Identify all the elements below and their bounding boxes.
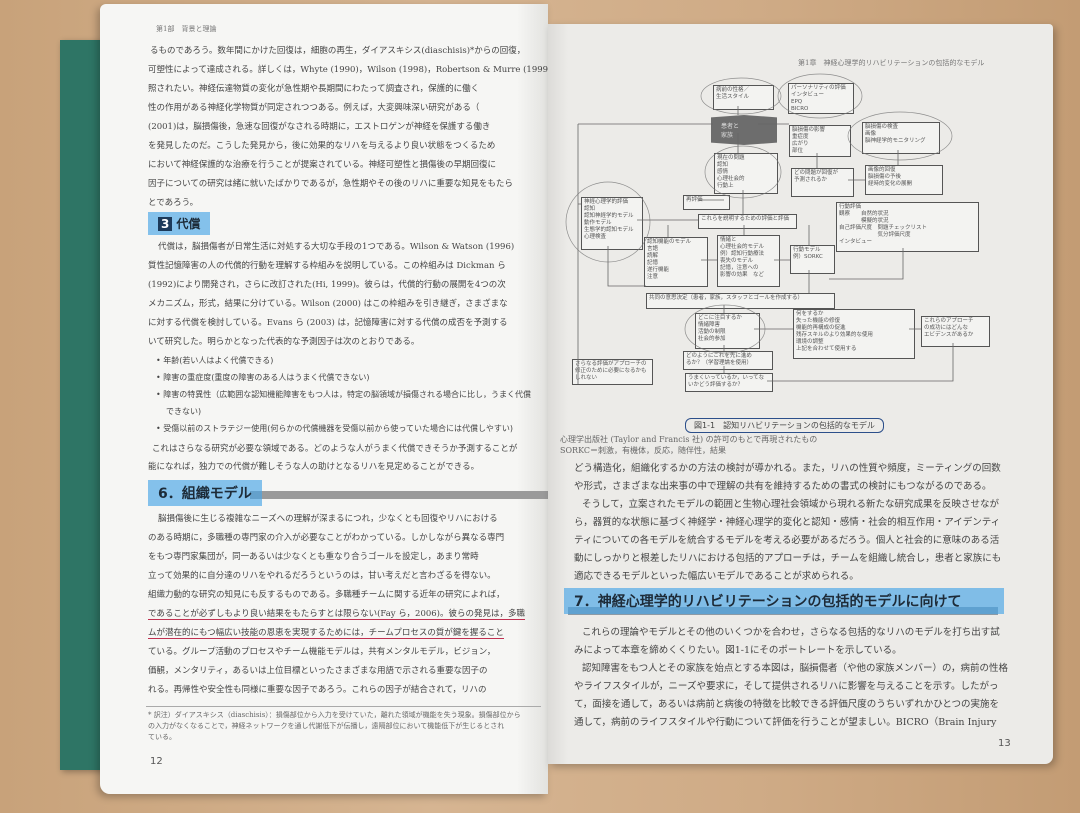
text-line: に対する代償を検討している。Evans ら (2003) は，記憶障害に対する代… <box>148 318 508 328</box>
bullet-text: 障害の特異性（広範囲な認知機能障害をもつ人は，特定の脳領域が損傷される場合に比し… <box>163 390 531 399</box>
bullet-item: • 年齢(若い人はよく代償できる) <box>156 356 274 365</box>
diagram-connectors <box>565 73 954 384</box>
bullet-text: 障害の重症度(重度の障害のある人はうまく代償できない) <box>163 373 370 382</box>
footnote-rule <box>146 706 541 707</box>
figure-abbrev-note: SORKC＝刺激，有機体，反応，随伴性，結果 <box>560 446 726 455</box>
diagram-box: これらを説明するための評価と評価 <box>698 214 797 229</box>
diagram-box: 情緒と 心理社会的モデル 例）認知行動療法 喪失のモデル 記憶，注意への 影響の… <box>717 235 780 287</box>
text-line: 通して，病前のライフスタイルや行動について評価を行うことが望ましい。BICRO（… <box>574 717 997 728</box>
diagram-box: どのようにこれを先に進め るか？（学習理論を使用） <box>683 351 773 370</box>
diagram-box: 神経心理学的評価 認知 認知神経学的モデル 動作モデル 生態学的認知モデル 心理… <box>581 197 643 250</box>
text-line: 脳損傷後に生じる複雑なニーズへの理解が深まるにつれ，少なくとも回復やリハにおける <box>158 514 498 524</box>
diagram-box: 画像的回復 脳損傷の予後 経時的変化の展開 <box>865 165 943 195</box>
diagram-box: 脳損傷の影響 重症度 広がり 部位 <box>789 125 851 157</box>
diagram-box: これらのアプローチ の成功にはどんな エビデンスがあるか <box>921 316 990 347</box>
text-line: 適応できるモデルといった幅広いモデルであることが求められる。 <box>574 571 859 582</box>
section-heading-6: 6．組織モデル <box>148 480 262 506</box>
diagram-box: うまくいっているか，いってな いかどう評価するか？ <box>685 373 773 392</box>
running-header: 第1章 神経心理学的リハビリテーションの包括的なモデル <box>798 59 985 67</box>
diagram-box: どの問題が回復が 予測されるか <box>791 168 854 197</box>
page-number: 12 <box>150 756 163 767</box>
figure-source-note: 心理学出版社 (Taylor and Francis 社) の許可のもとで再現さ… <box>560 435 818 444</box>
text-line: 照されたい。神経伝達物質の変化が急性期や長期間にわたって調査され，保護的に働く <box>148 84 480 94</box>
text-line: て，面接を通して，あるいは病前と病後の特徴を比較できる評価尺度のうちいずれかひと… <box>574 699 1000 710</box>
bullet-item: • 障害の特異性（広範囲な認知機能障害をもつ人は，特定の脳領域が損傷される場合に… <box>156 390 531 399</box>
text-line: 代償は，脳損傷者が日常生活に対処する大切な手段の1つである。Wilson & W… <box>158 242 515 252</box>
figure-caption: 図1-1 認知リハビリテーションの包括的なモデル <box>685 418 884 433</box>
bullet-item: • 受傷以前のストラテジー使用(何らかの代償機器を受傷以前から使っていた場合には… <box>156 424 514 433</box>
text-line: ている。グループ活動のプロセスやチーム機能モデルは，共有メンタルモデル，ビジョン… <box>148 647 496 657</box>
text-line: のある時期に，多職種の専門家の介入が必要なことがわかっている。しかしながら異なる… <box>148 533 505 543</box>
text-line: をもつ専門家集団が，同一あるいは少なくとも重なり合うゴールを設定し，あまり常時 <box>148 552 479 562</box>
text-line-underlined: ムが潜在的にもつ幅広い技能の恩恵を実現するためには，チームプロセスの質が鍵を握る… <box>148 628 504 639</box>
patient-family-banner: 患者と 家族 <box>711 115 777 145</box>
left-page: 第1部 背景と理論 るものであろう。数年間にかけた回復は，細胞の再生，ダイアスキ… <box>100 4 548 794</box>
text-line: 価観，メンタリティ，あるいは上位目標といったさまざまな用語で示される重要な因子の <box>148 666 488 676</box>
section-title: 代償 <box>176 217 201 231</box>
diagram-box: 現在の問題 認知 感情 心理社会的 行動上 <box>714 153 778 194</box>
text-line: いて研究した。明らかとなった代表的な予測因子は次のとおりである。 <box>148 337 420 347</box>
text-line: を発見したのだ。こうした発見から，後に効果的なリハを与えるより良い状態をつくるた… <box>148 141 496 151</box>
text-line: るものであろう。数年間にかけた回復は，細胞の再生，ダイアスキシス(diaschi… <box>150 46 526 56</box>
text-line: 認知障害をもつ人とその家族を始点とする本図は，脳損傷者（や他の家族メンバー）の，… <box>582 663 1008 674</box>
text-line: (2001)は，脳損傷後，急速な回復がなされる時期に，エストロゲンが神経を保護す… <box>148 122 491 132</box>
text-line: そうして，立案されたモデルの範囲と生物心理社会領域から現れる新たな研究成果を反映… <box>582 499 1000 510</box>
text-line: (1992)により開発され，さらに改訂された(Hi, 1999)。彼らは，代償的… <box>148 280 506 290</box>
text-line: 性の作用がある神経化学物質が同定されつつある。例えば，大変興味深い研究がある（ <box>148 103 480 113</box>
footnote-line: * 訳注）ダイアスキシス（diaschisis）：損傷部位から入力を受けていた，… <box>148 711 521 719</box>
text-line: 質性記憶障害の人の代償的行動を理解する枠組みを説明している。この枠組みは Dic… <box>148 261 506 271</box>
text-line: どう構造化，組織化するかの方法の検討が導かれる。また，リハの性質や頻度，ミーティ… <box>574 463 1001 474</box>
text-line-underlined: であることが必ずしもより良い結果をもたらすとは限らない(Fay ら，2006)。… <box>148 609 525 620</box>
diagram-box: 行動評価 観察 自然的状況 模擬的状況 自己評価尺度 問題チェックリスト 気分評… <box>836 202 979 252</box>
text-line: れる。再帰性や安全性も同様に重要な因子であろう。これらの因子が結合されて，リハの <box>148 685 487 695</box>
diagram-box: さらなる評価がアプローチの 修正のために必要になるかも しれない <box>572 359 653 385</box>
diagram-box: どこに注目するか 情緒障害 活動の制限 社会的参加 <box>695 313 760 349</box>
text-line: これらの理論やモデルとその他のいくつかを合わせ，さらなる包括的なリハのモデルを打… <box>582 627 1000 638</box>
diagram-box: 脳損傷の検査 画像 脳神経学的モニタリング <box>862 122 940 154</box>
text-line: 因子についての研究は緒に就いたばかりであるが，急性期やその後のリハに重要な知見を… <box>148 179 513 189</box>
text-line: みによって本章を締めくくりたい。図1-1にそのポートレートを示している。 <box>574 645 902 656</box>
text-line: ティについての各モデルを統合するモデルを考える必要があるだろう。個人と社会的に意… <box>574 535 1000 546</box>
bullet-item: • 障害の重症度(重度の障害のある人はうまく代償できない) <box>156 373 370 382</box>
diagram-box: 認知機能のモデル 言語 読解 記憶 遂行機能 注意 <box>644 237 708 287</box>
text-line: 動にしっかりと根差したリハにおける包括的アプローチは，チームを組織し統合し，患者… <box>574 553 1002 564</box>
text-line: やライフスタイルが，ニーズや要求に，そして提供されるリハに影響を与えることを示す… <box>574 681 999 692</box>
text-line: 組織力動的な研究の知見にも反するものである。多職種チームに関する近年の研究によれ… <box>148 590 505 600</box>
right-page: 第1章 神経心理学的リハビリテーションの包括的なモデル 病前の性格／ 生活スタイ… <box>548 24 1053 764</box>
diagram-box: 行動モデル 例）SORKC <box>790 245 835 274</box>
text-line: 可塑性によって達成される。詳しくは，Whyte (1990)，Wilson (1… <box>148 65 548 75</box>
text-line: 能になれば，独力での代償が難しそうな人の助けとなるリハを見定めることができる。 <box>148 462 480 472</box>
page-number: 13 <box>998 738 1011 749</box>
text-line: 立って効果的に自分達のリハをやれるだろうというのは，甘い考えだと言わざるを得ない… <box>148 571 496 581</box>
running-header: 第1部 背景と理論 <box>156 25 217 33</box>
section-heading-7: 7．神経心理学的リハビリテーションの包括的モデルに向けて <box>564 588 1004 614</box>
left-page-lower: 6．組織モデル 脳損傷後に生じる複雑なニーズへの理解が深まるにつれ，少なくとも回… <box>100 4 548 794</box>
section-number: 3 <box>158 217 173 231</box>
text-line: とであろう。 <box>148 198 199 208</box>
text-line: メカニズム，形式，結果に分けている。Wilson (2000) はこの枠組みを引… <box>148 299 508 309</box>
heading-rule <box>250 491 548 499</box>
diagram-box: パーソナリティの評価 インタビュー EPQ BICRO <box>788 83 854 114</box>
text-line: や形式，さまざまな出来事の中で理解の共有を維持するための書式の検討にもつながるの… <box>574 481 992 492</box>
diagram-box: 共同の意思決定（患者，家族，スタッフとゴールを作成する） <box>646 293 835 309</box>
diagram-box: 何をするか 失った機能の修復 機能的再構成の促進 残存スキルのより効果的な使用 … <box>793 309 915 359</box>
text-line: これはさらなる研究が必要な領域である。どのような人がうまく代償できそうか予測する… <box>152 444 518 454</box>
bullet-text: 受傷以前のストラテジー使用(何らかの代償機器を受傷以前から使っていた場合には代償… <box>163 424 514 433</box>
footnote-line: ている。 <box>148 733 176 741</box>
bullet-text: 年齢(若い人はよく代償できる) <box>163 356 274 365</box>
text-line: において神経保護的な治療を行うことが提案されている。神経可塑性と損傷後の早期回復… <box>148 160 496 170</box>
diagram-box: 再評価 <box>683 195 730 210</box>
diagram-box: 病前の性格／ 生活スタイル <box>713 85 774 110</box>
bullet-continuation: できない) <box>166 407 202 416</box>
pencil-annotations <box>565 73 953 354</box>
footnote-line: の入力がなくなることで，神経ネットワークを通し代謝低下が伝播し，遠隔部位において… <box>148 722 505 730</box>
text-line: ら，器質的な状態に基づく神経学・神経心理学的変化と認知・感情・社会的相互作用・ア… <box>574 517 1001 528</box>
figure-diagram: 病前の性格／ 生活スタイル パーソナリティの評価 インタビュー EPQ BICR… <box>548 24 1053 456</box>
